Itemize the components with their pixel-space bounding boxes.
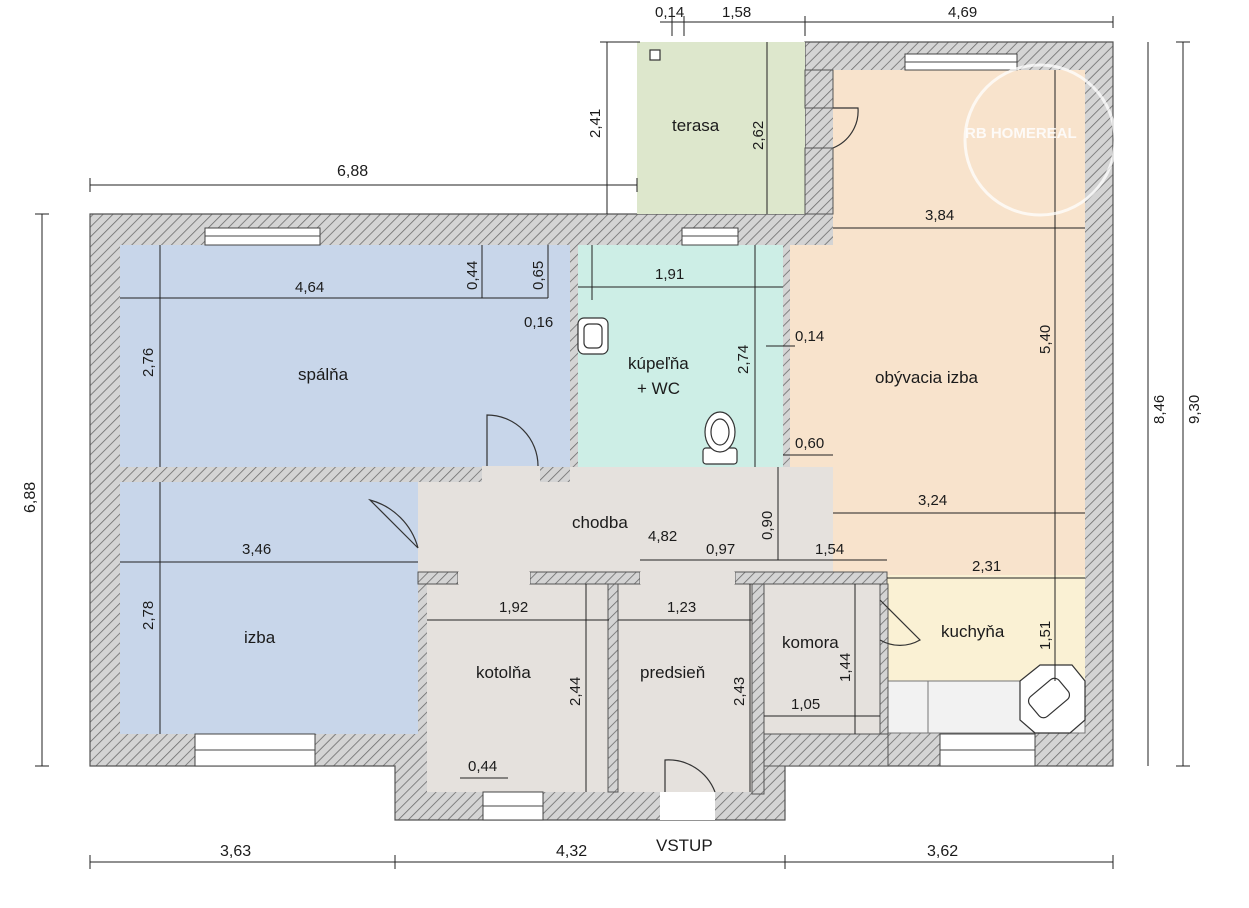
dimension-lines xyxy=(35,16,1190,869)
dim-688-top: 6,88 xyxy=(337,163,368,180)
dim-105: 1,05 xyxy=(791,696,820,713)
dim-016: 0,16 xyxy=(524,314,553,331)
door-vstup xyxy=(664,759,716,793)
terrace-light-icon xyxy=(649,49,661,61)
dim-930: 9,30 xyxy=(1186,395,1203,424)
dim-482: 4,82 xyxy=(648,528,677,545)
dim-464: 4,64 xyxy=(295,279,324,296)
label-kuchyna: kuchyňa xyxy=(941,622,1005,641)
dim-274: 2,74 xyxy=(735,345,752,374)
dim-123: 1,23 xyxy=(667,599,696,616)
door-komora xyxy=(879,599,921,646)
terasa-area xyxy=(637,42,805,214)
door-terasa xyxy=(832,107,859,149)
watermark-text: RB HOMEREAL xyxy=(965,125,1077,142)
dim-154: 1,54 xyxy=(815,541,844,558)
dim-278: 2,78 xyxy=(140,601,157,630)
label-kupelna-wc: + WC xyxy=(637,379,680,398)
chodba-area xyxy=(418,467,833,572)
dim-276: 2,76 xyxy=(140,348,157,377)
dim-346: 3,46 xyxy=(242,541,271,558)
kotolna-area xyxy=(427,584,609,792)
obyvacia-area xyxy=(790,70,1085,580)
dim-151: 1,51 xyxy=(1037,621,1054,650)
dim-191: 1,91 xyxy=(655,266,684,283)
dim-065: 0,65 xyxy=(530,261,547,290)
dim-bottom-432: 4,32 xyxy=(556,843,587,860)
dim-262: 2,62 xyxy=(750,121,767,150)
label-chodba: chodba xyxy=(572,513,628,532)
dim-192: 1,92 xyxy=(499,599,528,616)
dim-044b: 0,44 xyxy=(468,758,497,775)
dim-244: 2,44 xyxy=(567,677,584,706)
dim-090: 0,90 xyxy=(759,511,776,540)
izba-area xyxy=(120,482,418,734)
label-obyvacia: obývacia izba xyxy=(875,368,979,387)
label-terasa: terasa xyxy=(672,116,720,135)
dim-243: 2,43 xyxy=(731,677,748,706)
label-kotolna: kotolňa xyxy=(476,663,531,682)
toilet-icon xyxy=(702,411,738,465)
door-openings xyxy=(458,466,735,820)
label-spalna: spálňa xyxy=(298,365,349,384)
room-fills xyxy=(120,42,1086,792)
interior-walls xyxy=(417,69,889,795)
dim-top-158: 1,58 xyxy=(722,4,751,21)
dim-bottom-363: 3,63 xyxy=(220,843,251,860)
dim-540: 5,40 xyxy=(1037,325,1054,354)
room-labels: terasa spálňa kúpeľňa + WC obývacia izba… xyxy=(244,116,1005,855)
dim-144: 1,44 xyxy=(837,653,854,682)
door-izba xyxy=(367,498,419,549)
fixtures xyxy=(577,49,1086,734)
dim-top-014: 0,14 xyxy=(655,4,684,21)
spalna-area xyxy=(120,245,570,467)
cooktop-icon xyxy=(1019,664,1086,734)
dim-060: 0,60 xyxy=(795,435,824,452)
dim-384: 3,84 xyxy=(925,207,954,224)
label-kupelna: kúpeľňa xyxy=(628,354,689,373)
label-komora: komora xyxy=(782,633,839,652)
kuchyna-area xyxy=(887,575,1085,681)
dim-324: 3,24 xyxy=(918,492,947,509)
dim-top-469: 4,69 xyxy=(948,4,977,21)
dim-688-left: 6,88 xyxy=(22,482,39,513)
label-predsien: predsieň xyxy=(640,663,705,682)
kupelna-area xyxy=(578,245,783,467)
dim-097: 0,97 xyxy=(706,541,735,558)
door-spalna xyxy=(486,414,539,467)
predsien-area xyxy=(618,584,752,792)
dim-014b: 0,14 xyxy=(795,328,824,345)
dim-846: 8,46 xyxy=(1151,395,1168,424)
komora-area xyxy=(764,584,880,734)
label-izba: izba xyxy=(244,628,276,647)
dim-241: 2,41 xyxy=(587,109,604,138)
doors xyxy=(367,107,921,793)
label-vstup: VSTUP xyxy=(656,836,713,855)
dim-044: 0,44 xyxy=(464,261,481,290)
watermark: RB HOMEREAL xyxy=(963,63,1117,217)
windows xyxy=(194,53,1036,821)
dim-bottom-362: 3,62 xyxy=(927,843,958,860)
dimension-labels: 0,14 1,58 4,69 2,41 6,88 2,62 3,84 0,44 … xyxy=(22,4,1203,860)
sink-icon xyxy=(577,317,609,355)
dim-231: 2,31 xyxy=(972,558,1001,575)
